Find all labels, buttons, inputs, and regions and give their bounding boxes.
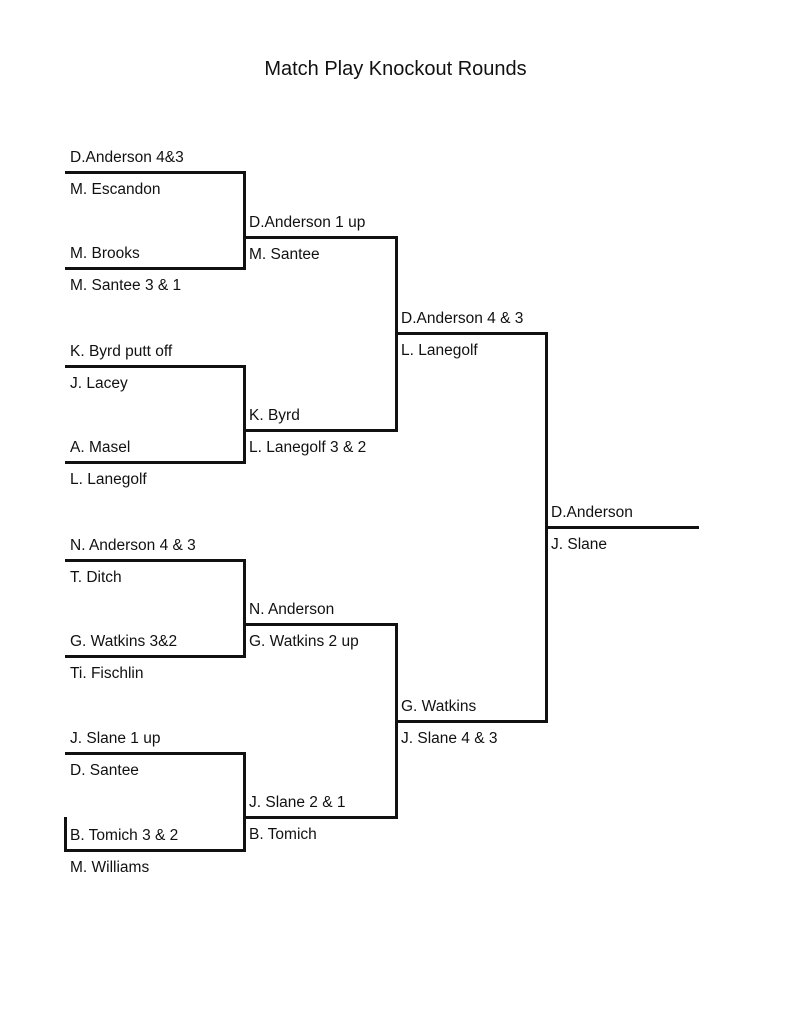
final-slot-line <box>546 526 699 529</box>
round1-slot-7-line <box>65 849 246 852</box>
round2-slot-1-top-label: K. Byrd <box>249 407 300 424</box>
round1-slot-7-top-label: B. Tomich 3 & 2 <box>70 827 179 844</box>
round3-slot-0-top-label: D.Anderson 4 & 3 <box>401 310 524 327</box>
round1-slot-5-line <box>65 655 246 658</box>
round2-slot-0-line <box>244 236 398 239</box>
round2-slot-3-top-label: J. Slane 2 & 1 <box>249 794 346 811</box>
round1-slot-5-bottom-label: Ti. Fischlin <box>70 665 144 682</box>
page-title: Match Play Knockout Rounds <box>264 58 527 80</box>
round2-slot-1-line <box>244 429 398 432</box>
round2-slot-2-bottom-label: G. Watkins 2 up <box>249 633 359 650</box>
round1-connector <box>243 559 246 658</box>
round1-slot-5-top-label: G. Watkins 3&2 <box>70 633 178 650</box>
round1-connector <box>243 752 246 852</box>
round1-connector <box>243 365 246 464</box>
round1-slot-3-top-label: A. Masel <box>70 439 131 456</box>
final-slot-bottom-label: J. Slane <box>551 536 608 553</box>
round1-slot-6-bottom-label: D. Santee <box>70 762 139 779</box>
round1-slot-2-top-label: K. Byrd putt off <box>70 343 173 360</box>
round1-slot-7-bottom-label: M. Williams <box>70 859 150 876</box>
round2-slot-3-bottom-label: B. Tomich <box>249 826 317 843</box>
final-slot-top-label: D.Anderson <box>551 504 633 521</box>
round3-slot-0-bottom-label: L. Lanegolf <box>401 342 478 359</box>
round1-slot-3-bottom-label: L. Lanegolf <box>70 471 147 488</box>
round2-slot-0-bottom-label: M. Santee <box>249 246 320 263</box>
round2-slot-0-top-label: D.Anderson 1 up <box>249 214 366 231</box>
round1-slot-1-bottom-label: M. Santee 3 & 1 <box>70 277 182 294</box>
tick-mark <box>64 817 67 852</box>
round2-slot-2-line <box>244 623 398 626</box>
round1-slot-2-bottom-label: J. Lacey <box>70 375 128 392</box>
round1-slot-6-line <box>65 752 246 755</box>
round1-slot-6-top-label: J. Slane 1 up <box>70 730 161 747</box>
round3-slot-1-bottom-label: J. Slane 4 & 3 <box>401 730 498 747</box>
round3-slot-1-line <box>396 720 548 723</box>
round1-slot-1-top-label: M. Brooks <box>70 245 140 262</box>
round1-slot-0-bottom-label: M. Escandon <box>70 181 161 198</box>
round1-slot-3-line <box>65 461 246 464</box>
round1-slot-4-line <box>65 559 246 562</box>
round1-slot-4-top-label: N. Anderson 4 & 3 <box>70 537 196 554</box>
round1-slot-1-line <box>65 267 246 270</box>
round1-slot-2-line <box>65 365 246 368</box>
round3-slot-0-line <box>396 332 548 335</box>
round1-slot-0-top-label: D.Anderson 4&3 <box>70 149 184 166</box>
round2-slot-2-top-label: N. Anderson <box>249 601 335 618</box>
round1-connector <box>243 171 246 270</box>
round2-slot-1-bottom-label: L. Lanegolf 3 & 2 <box>249 439 367 456</box>
round1-slot-4-bottom-label: T. Ditch <box>70 569 122 586</box>
round2-slot-3-line <box>244 816 398 819</box>
round1-slot-0-line <box>65 171 246 174</box>
round3-slot-1-top-label: G. Watkins <box>401 698 477 715</box>
